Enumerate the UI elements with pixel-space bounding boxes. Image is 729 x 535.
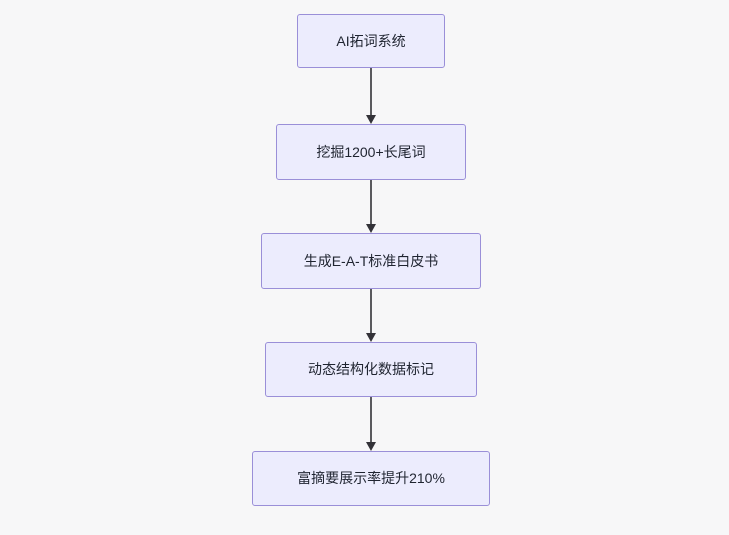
flow-node-n1[interactable]: AI拓词系统 [297,14,445,68]
flow-node-n4[interactable]: 动态结构化数据标记 [265,342,477,397]
flow-node-n3[interactable]: 生成E-A-T标准白皮书 [261,233,481,289]
flow-node-label: AI拓词系统 [336,32,406,49]
flow-node-label: 富摘要展示率提升210% [297,470,445,487]
flow-node-n5[interactable]: 富摘要展示率提升210% [252,451,490,506]
flow-node-n2[interactable]: 挖掘1200+长尾词 [276,124,466,180]
arrow-head-icon [366,442,376,451]
flow-node-label: 生成E-A-T标准白皮书 [303,252,439,269]
flow-node-label: 动态结构化数据标记 [308,361,434,378]
arrow-head-icon [366,333,376,342]
arrow-head-icon [366,224,376,233]
arrow-head-icon [366,115,376,124]
flow-node-label: 挖掘1200+长尾词 [316,143,426,160]
